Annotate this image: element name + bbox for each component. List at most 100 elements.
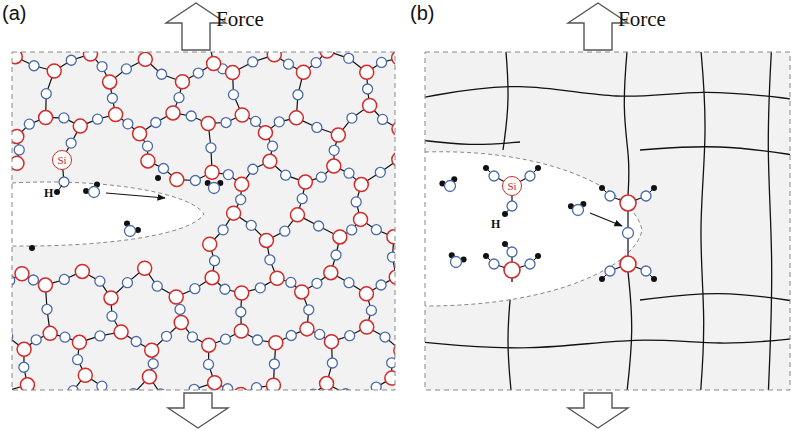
silicon-atom — [363, 99, 377, 113]
force-arrow — [168, 393, 228, 428]
oxygen-atom — [269, 359, 279, 369]
silicon-atom — [385, 371, 395, 385]
water-molecule — [568, 201, 586, 215]
oxygen-atom — [274, 117, 284, 127]
polymer-network — [425, 52, 790, 390]
silicon-atom — [103, 75, 117, 89]
silicon-atom — [203, 237, 217, 251]
polymer-strand — [700, 52, 705, 390]
oxygen-atom — [131, 336, 141, 346]
silicon-atom — [258, 126, 272, 140]
silicon-atom — [78, 368, 92, 382]
oxygen-atom — [445, 181, 456, 192]
silicon-atom — [235, 108, 249, 122]
oxygen-atom — [41, 89, 51, 99]
silicon-atom — [174, 315, 188, 329]
oxygen-atom — [151, 118, 161, 128]
panel-ground — [12, 52, 395, 390]
silicon-atom — [109, 108, 123, 122]
hydrogen-atom — [29, 245, 35, 251]
silicon-atom — [289, 111, 303, 125]
oxygen-atom — [304, 305, 314, 315]
silicon-atom — [227, 206, 241, 220]
oxygen-atom — [507, 247, 517, 257]
crack — [425, 152, 642, 306]
oxygen-atom — [28, 275, 38, 285]
oxygen-atom — [451, 257, 462, 268]
silicon-atom — [39, 111, 53, 125]
silicon-atom — [620, 195, 636, 211]
hydrogen-atom — [155, 175, 161, 181]
silicon-atom — [359, 287, 373, 301]
hydrogen-atom — [483, 165, 489, 171]
atom-label: H — [491, 218, 500, 230]
silica-network — [12, 52, 395, 390]
hydrogen-atom — [535, 253, 541, 259]
silicon-atom — [298, 175, 312, 189]
oxygen-atom — [623, 228, 634, 239]
silicon-atom — [387, 230, 395, 244]
silicon-atom — [138, 261, 152, 275]
oxygen-atom — [363, 84, 373, 94]
oxygen-atom — [175, 304, 185, 314]
silicon-atom — [327, 159, 341, 173]
silicon-atom — [290, 208, 304, 222]
hydrogen-atom — [599, 276, 605, 282]
silicon-atom — [331, 128, 345, 142]
oxygen-atom — [327, 358, 337, 368]
oxygen-atom — [59, 274, 69, 284]
oxygen-atom — [641, 191, 651, 201]
hydrogen-atom — [535, 165, 541, 171]
hydrogen-atom — [651, 276, 657, 282]
oxygen-atom — [331, 250, 341, 260]
silicon-atom — [333, 230, 347, 244]
oxygen-atom — [221, 334, 231, 344]
oxygen-atom — [95, 331, 105, 341]
hydrogen-atom — [651, 185, 657, 191]
oxygen-atom — [152, 281, 162, 291]
silicon-atom — [300, 322, 314, 336]
oxygen-atom — [345, 331, 355, 341]
oxygen-atom — [68, 386, 78, 390]
water-molecule — [205, 180, 224, 193]
oxygen-atom — [236, 307, 246, 317]
oxygen-atom — [316, 172, 326, 182]
oxygen-atom — [121, 64, 131, 74]
oxygen-atom — [312, 122, 322, 132]
silicon-atom — [75, 264, 89, 278]
oxygen-atom — [252, 335, 262, 345]
oxygen-atom — [311, 58, 321, 68]
oxygen-atom — [66, 55, 76, 65]
polymer-strand — [768, 52, 772, 390]
oxygen-atom — [387, 358, 395, 368]
atom-symbol: Si — [57, 155, 66, 166]
polymer-strand — [503, 52, 508, 150]
oxygen-atom — [248, 164, 258, 174]
oxygen-atom — [220, 284, 230, 294]
silicon-atom — [267, 52, 281, 62]
oxygen-atom — [157, 69, 167, 79]
force-label: Force — [216, 9, 264, 30]
panel-frame — [12, 52, 395, 390]
oxygen-atom — [221, 118, 231, 128]
oxygen-atom — [93, 114, 103, 124]
oxygen-atom — [255, 283, 265, 293]
oxygen-atom — [248, 57, 258, 67]
oxygen-atom — [252, 383, 262, 390]
oxygen-atom — [489, 259, 499, 269]
oxygen-atom — [525, 259, 535, 269]
oxygen-atom — [297, 194, 307, 204]
oxygen-atom — [329, 145, 339, 155]
silicon-atom — [389, 270, 395, 284]
oxygen-atom — [344, 53, 354, 63]
oxygen-atom — [312, 278, 322, 288]
atom-symbol: Si — [507, 181, 516, 192]
silicon-atom — [360, 320, 374, 334]
silicon-atom — [12, 52, 22, 64]
oxygen-atom — [371, 382, 381, 390]
oxygen-atom — [107, 311, 117, 321]
silicon-atom — [43, 326, 57, 340]
hydrogen-atom — [483, 253, 489, 259]
silicon-atom — [141, 154, 155, 168]
